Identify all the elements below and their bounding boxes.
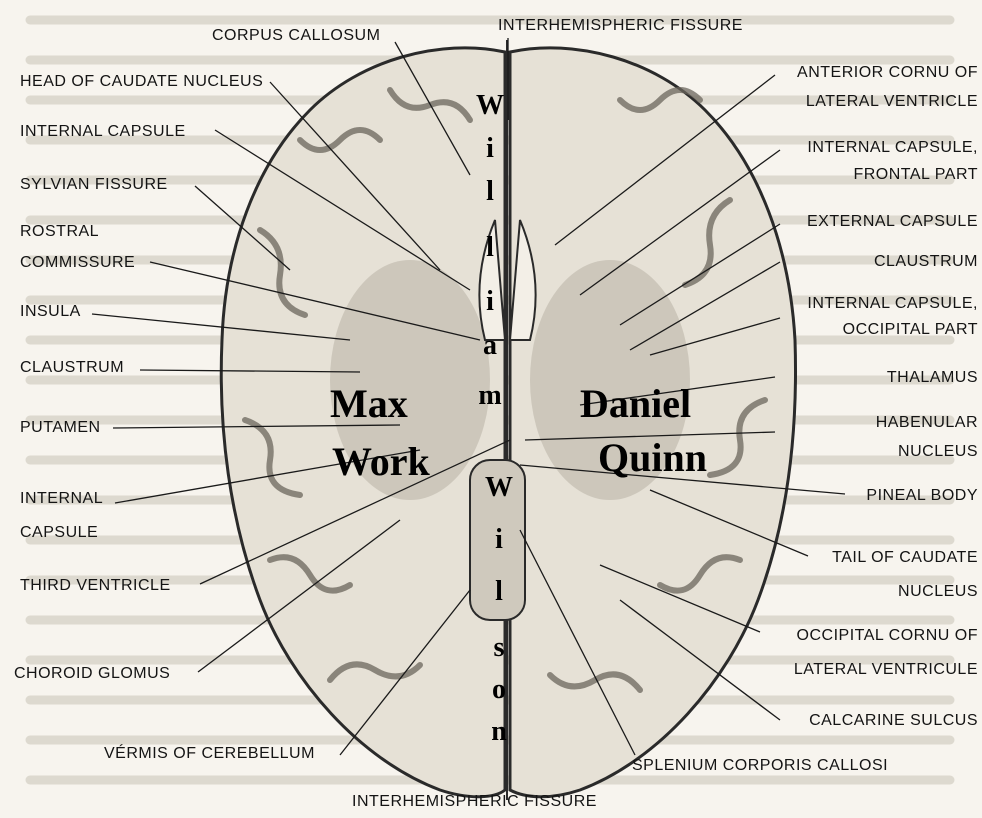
overlay-letter-william-3: l: [475, 234, 505, 262]
overlay-letter-william-4: i: [475, 288, 505, 316]
overlay-letter-william-0: W: [475, 92, 505, 120]
label-putamen: PUTAMEN: [20, 418, 101, 437]
overlay-letter-wilson-5: n: [484, 718, 514, 746]
overlay-name-daniel: Daniel: [580, 384, 691, 424]
label-frontal-part: FRONTAL PART: [853, 165, 978, 184]
label-commissure: COMMISSURE: [20, 253, 135, 272]
overlay-letter-william-6: m: [475, 382, 505, 410]
overlay-letter-wilson-3: s: [484, 634, 514, 662]
label-third-ventricle: THIRD VENTRICLE: [20, 576, 171, 595]
label-internal-capsule-frontal: INTERNAL CAPSULE,: [807, 138, 978, 157]
label-splenium-corporis-callosi: SPLENIUM CORPORIS CALLOSI: [632, 756, 888, 775]
label-calcarine-sulcus: CALCARINE SULCUS: [809, 711, 978, 730]
label-tail-of-caudate: TAIL OF CAUDATE: [832, 548, 978, 567]
label-head-of-caudate-nucleus: HEAD OF CAUDATE NUCLEUS: [20, 72, 263, 91]
label-vermis-of-cerebellum: VÉRMIS OF CEREBELLUM: [104, 744, 315, 763]
label-pineal-body: PINEAL BODY: [866, 486, 978, 505]
overlay-letter-wilson-4: o: [484, 676, 514, 704]
label-anterior-cornu: ANTERIOR CORNU OF: [797, 63, 978, 82]
label-internal-capsule-occipital: INTERNAL CAPSULE,: [807, 294, 978, 313]
label-interhemispheric-fissure-bottom: INTERHEMISPHERIC FISSURE: [352, 792, 597, 811]
label-rostral: ROSTRAL: [20, 222, 99, 241]
label-internal: INTERNAL: [20, 489, 103, 508]
label-capsule: CAPSULE: [20, 523, 98, 542]
overlay-letter-william-1: i: [475, 135, 505, 163]
label-insula: INSULA: [20, 302, 81, 321]
label-claustrum-right: CLAUSTRUM: [874, 252, 978, 271]
overlay-letter-william-5: a: [475, 332, 505, 360]
overlay-letter-wilson-2: l: [484, 578, 514, 606]
label-sylvian-fissure: SYLVIAN FISSURE: [20, 175, 168, 194]
label-choroid-glomus: CHOROID GLOMUS: [14, 664, 170, 683]
overlay-letter-william-2: l: [475, 178, 505, 206]
overlay-name-max: Max: [330, 384, 408, 424]
label-habenular-nucleus: NUCLEUS: [898, 442, 978, 461]
label-corpus-callosum: CORPUS CALLOSUM: [212, 26, 380, 45]
label-lateral-ventricule: LATERAL VENTRICULE: [794, 660, 978, 679]
label-occipital-cornu: OCCIPITAL CORNU OF: [797, 626, 978, 645]
label-occipital-part: OCCIPITAL PART: [843, 320, 978, 339]
label-habenular: HABENULAR: [876, 413, 978, 432]
label-external-capsule: EXTERNAL CAPSULE: [807, 212, 978, 231]
label-thalamus: THALAMUS: [887, 368, 978, 387]
overlay-name-quinn: Quinn: [598, 438, 707, 478]
label-claustrum-left: CLAUSTRUM: [20, 358, 124, 377]
overlay-name-work: Work: [332, 442, 430, 482]
label-lateral-ventricle: LATERAL VENTRICLE: [806, 92, 978, 111]
label-internal-capsule-top: INTERNAL CAPSULE: [20, 122, 186, 141]
label-tail-nucleus: NUCLEUS: [898, 582, 978, 601]
overlay-letter-wilson-0: W: [484, 474, 514, 502]
overlay-letter-wilson-1: i: [484, 526, 514, 554]
label-interhemispheric-fissure-top: INTERHEMISPHERIC FISSURE: [498, 16, 743, 35]
